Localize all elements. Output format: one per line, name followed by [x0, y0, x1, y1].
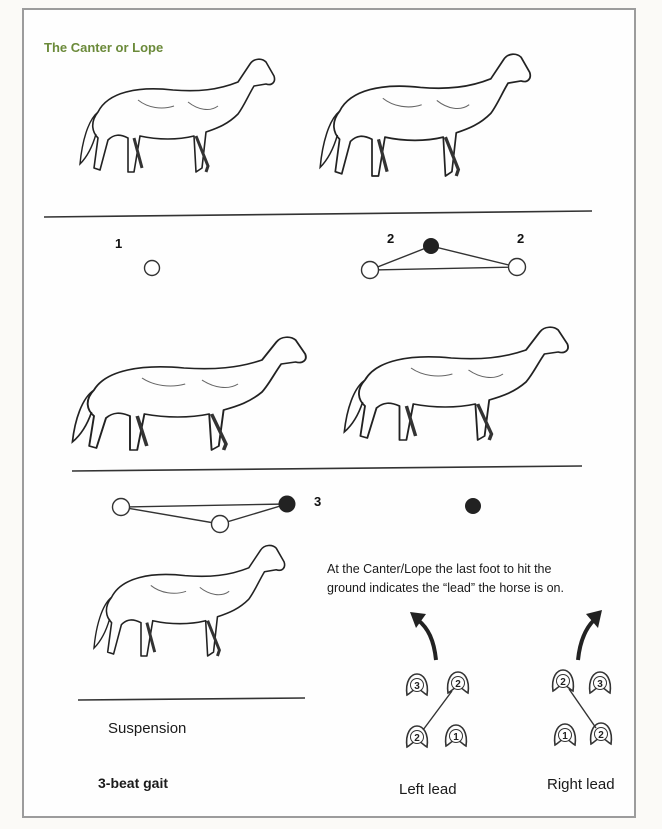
- right-lead-hoof-3-number: 1: [562, 731, 568, 742]
- ground-line-2: [72, 466, 582, 471]
- diagram-title: The Canter or Lope: [44, 40, 163, 55]
- footfall-dot-3-right: [279, 496, 296, 513]
- horse-illustration-2: [320, 54, 530, 176]
- footfall-dot-3-left: [113, 499, 130, 516]
- footfall-dot-2-left: [362, 262, 379, 279]
- ground-line-1: [44, 211, 592, 217]
- suspension-label: Suspension: [108, 720, 186, 737]
- right-lead-hoof-2-number: 3: [597, 679, 603, 690]
- footfall-dot-2-center: [423, 238, 439, 254]
- footfall-dot-4: [465, 498, 481, 514]
- right-lead-hoof-4-number: 2: [598, 730, 604, 741]
- left-lead-hoof-4-number: 1: [453, 732, 459, 743]
- beat-label-2-left: 2: [387, 231, 394, 246]
- footfall-dot-2-right: [509, 259, 526, 276]
- right-lead-label: Right lead: [547, 776, 615, 793]
- ground-line-3: [78, 698, 305, 700]
- lead-explanation-line-2: ground indicates the “lead” the horse is…: [327, 579, 564, 598]
- left-lead-hoof-2-number: 2: [455, 679, 461, 690]
- footfall-dot-3-center: [212, 516, 229, 533]
- left-lead-hoof-1-number: 3: [414, 681, 420, 692]
- beat-label-3: 3: [314, 494, 321, 509]
- footfall-connector-3: [121, 504, 287, 524]
- right-lead-arrow-icon: [578, 620, 594, 660]
- gait-label: 3-beat gait: [98, 775, 168, 791]
- left-lead-label: Left lead: [399, 781, 457, 798]
- left-lead-diagonal: [423, 691, 452, 730]
- right-lead-diagonal: [569, 689, 596, 728]
- right-lead-hoof-1-number: 2: [560, 677, 566, 688]
- horse-illustration-1: [80, 59, 275, 172]
- horse-illustration-3: [72, 337, 305, 450]
- horse-illustration-4: [344, 327, 568, 440]
- left-lead-hoof-3-number: 2: [414, 733, 420, 744]
- footfall-connector-2: [370, 246, 517, 270]
- footfall-dot-1: [145, 261, 160, 276]
- horse-illustration-suspension: [94, 545, 285, 656]
- beat-label-1: 1: [115, 236, 122, 251]
- beat-label-2-right: 2: [517, 231, 524, 246]
- left-lead-arrow-icon: [418, 620, 436, 660]
- lead-explanation-line-1: At the Canter/Lope the last foot to hit …: [327, 560, 551, 579]
